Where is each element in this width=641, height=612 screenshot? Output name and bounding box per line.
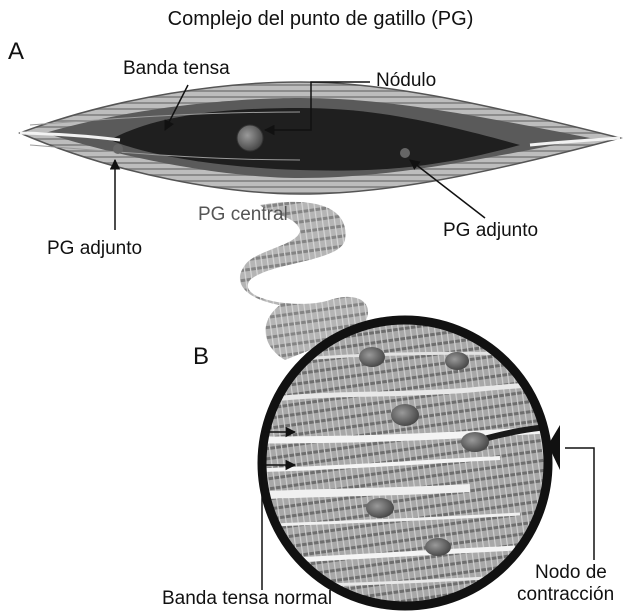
diagram-title: Complejo del punto de gatillo (PG) [0,8,641,31]
label-banda-tensa-normal: Banda tensa normal [162,588,332,610]
cross-section [255,315,560,612]
adjunct-point-left [113,144,123,154]
label-nodulo: Nódulo [376,70,436,92]
label-pg-adjunto-right: PG adjunto [443,220,538,242]
panel-b-letter: B [193,343,209,371]
label-nodo-line1: Nodo de [535,562,607,584]
spindle-fiber [20,82,620,194]
adjunct-point-right [400,148,410,158]
label-pg-central: PG central [198,204,288,226]
label-banda-tensa: Banda tensa [123,58,230,80]
label-nodo-line2: contracción [517,584,614,606]
panel-a-letter: A [8,38,24,66]
label-pg-adjunto-left: PG adjunto [47,238,142,260]
nodule [237,125,263,151]
